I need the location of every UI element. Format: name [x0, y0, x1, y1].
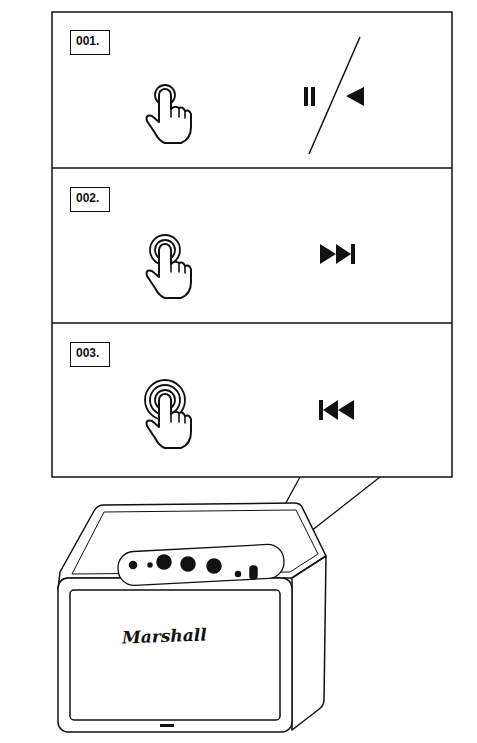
tap-three-times — [145, 380, 191, 448]
tap-once — [147, 85, 191, 143]
speaker-illustration — [58, 503, 326, 732]
next-track-symbol — [320, 244, 355, 264]
panel-divider — [52, 322, 452, 324]
callout-number-box: 001. — [70, 30, 110, 55]
callout-number: 002. — [76, 191, 104, 205]
brand-logo: Marshall — [122, 625, 207, 648]
play-pause-symbol — [304, 37, 364, 154]
instruction-panel — [52, 12, 452, 477]
previous-track-symbol — [319, 400, 354, 420]
tap-twice — [147, 235, 191, 298]
callout-number-box: 003. — [70, 342, 110, 367]
callout-number-box: 002. — [70, 187, 110, 212]
callout-number: 001. — [76, 34, 104, 48]
panel-divider — [52, 167, 452, 169]
callout-number: 003. — [76, 346, 104, 360]
